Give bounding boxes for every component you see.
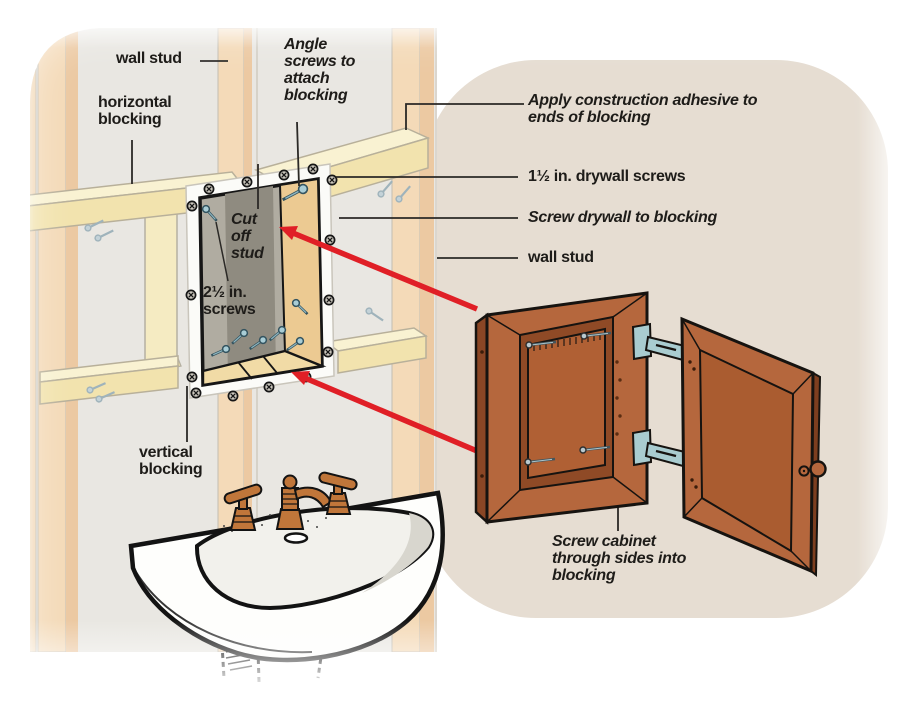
label-cut-off-stud: Cut off stud [231, 211, 264, 263]
overflow-hole [283, 532, 309, 544]
pedestal-sink [128, 471, 445, 683]
label-screw-cabinet: Screw cabinet through sides into blockin… [552, 533, 687, 585]
label-angle-screws: Angle screws to attach blocking [284, 36, 356, 105]
edge-fade-top [0, 0, 920, 48]
cabinet-back-panel [527, 327, 606, 480]
wall-stud-left [37, 28, 67, 652]
edge-fade-right [858, 0, 920, 726]
install-arrow-upper [279, 226, 479, 312]
label-wall-stud-top: wall stud [116, 50, 182, 67]
edge-fade-left [0, 0, 34, 726]
cabinet-door [680, 316, 827, 578]
hinge-bottom [631, 428, 687, 468]
leader-angle-screws [296, 121, 300, 187]
door-knob [798, 460, 827, 478]
edge-fade-bottom [0, 620, 920, 726]
medicine-cabinet [474, 291, 687, 525]
label-vertical-blocking: vertical blocking [139, 444, 203, 479]
faucet-spout [275, 474, 333, 530]
cut-off-stud-shadow [225, 186, 276, 381]
horizontal-blocking-lower-left [39, 355, 179, 405]
basin-shading [362, 513, 433, 593]
label-apply-adhesive: Apply construction adhesive to ends of b… [528, 92, 758, 127]
faucet-set [223, 471, 358, 531]
label-horizontal-blocking: horizontal blocking [98, 94, 172, 129]
install-arrow-lower [291, 371, 479, 454]
leader-screws-25 [215, 221, 229, 282]
bottom-blocking-in-opening [201, 349, 327, 387]
label-wall-stud-right: wall stud [528, 249, 594, 266]
label-screws-2-5: 2½ in. screws [203, 284, 256, 319]
faucet-handle-left [223, 483, 263, 531]
sink-basin [194, 506, 435, 611]
label-drywall-screws: 1½ in. drywall screws [528, 168, 686, 185]
cabinet-side-holes [615, 360, 622, 436]
faucet-handle-right [318, 471, 358, 515]
leader-apply-adhesive [405, 103, 524, 130]
label-screw-drywall: Screw drywall to blocking [528, 209, 717, 226]
install-arrows [279, 226, 479, 454]
